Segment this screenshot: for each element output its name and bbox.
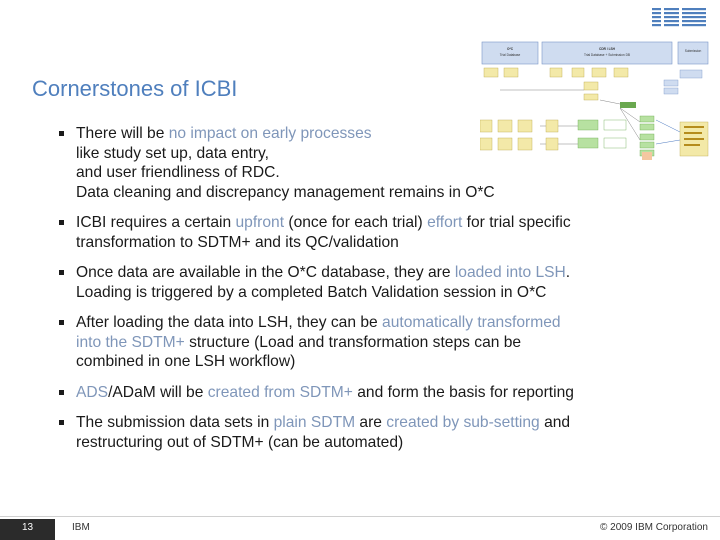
bullet-text: After loading the data into LSH, they ca… [76,314,383,331]
bullet-marker [59,420,64,425]
bullet-item: The submission data sets in plain SDTM a… [56,413,696,452]
footer-company: IBM [72,522,90,533]
ibm-logo [652,6,706,30]
highlighted-text: automatically transformed [382,314,561,331]
bullet-text: Once data are available in the O*C datab… [76,264,455,281]
bullet-item: After loading the data into LSH, they ca… [56,313,696,372]
footer-copyright: © 2009 IBM Corporation [600,522,708,533]
bullet-text: are [355,414,387,431]
process-flow-diagram: O*C Trial Database CDR / LSH Trial Datab… [480,41,709,160]
bullet-text: ICBI requires a certain [76,214,236,231]
bullet-text: and user friendliness of RDC. [76,164,280,181]
bullet-item: Once data are available in the O*C datab… [56,263,696,302]
diagram-lsh-sub: Trial Database + Submission DB [584,53,630,57]
bullet-text: /ADaM will be [108,383,208,401]
diagram-oc-sub: Trial Database [500,53,521,57]
diagram-right-header: Submission [685,49,702,53]
bullet-item: ADS/ADaM will be created from SDTM+ and … [56,383,696,403]
bullet-text: Data cleaning and discrepancy management… [76,183,495,201]
bullet-text: There will be [76,125,169,142]
footer-divider [0,516,720,517]
highlighted-text: ADS [76,383,109,401]
bullet-text: combined in one LSH workflow) [76,353,296,370]
bullet-text: . [565,264,571,281]
bullet-item: There will be no impact on early process… [56,124,696,202]
bullet-marker [59,131,64,136]
slide-title: Cornerstones of ICBI [32,76,238,101]
highlighted-text: effort [427,214,463,231]
highlighted-text: upfront [235,214,285,231]
bullet-text: and [539,414,571,431]
bullet-text: (once for each trial) [284,214,428,231]
diagram-lsh-header: CDR / LSH [599,47,616,51]
top-bar [0,0,720,40]
bullet-text: restructuring out of SDTM+ (can be autom… [76,433,404,451]
highlighted-text: no impact on early processes [168,125,372,142]
highlighted-text: created from SDTM+ [207,383,353,401]
bullet-text: Loading is triggered by a completed Batc… [76,283,547,301]
bullet-marker [59,220,64,225]
bullet-text: structure (Load and transformation steps… [184,333,522,351]
page-number: 13 [0,519,55,540]
bullet-text: like study set up, data entry, [76,144,270,162]
highlighted-text: into the SDTM+ [76,333,185,351]
bullet-text: transformation to SDTM+ and its QC/valid… [76,233,399,251]
bullet-marker [59,320,64,325]
diagram-oc-header: O*C [507,47,514,51]
bullet-list: There will be no impact on early process… [56,124,696,463]
bullet-marker [59,270,64,275]
bullet-item: ICBI requires a certain upfront (once fo… [56,213,696,252]
bullet-text: The submission data sets in [76,414,274,431]
highlighted-text: plain SDTM [273,414,356,431]
bullet-text: for trial specific [462,214,571,231]
highlighted-text: created by sub-setting [386,414,540,431]
bullet-text: and form the basis for reporting [352,383,574,401]
highlighted-text: loaded into LSH [454,264,566,281]
bullet-marker [59,389,64,395]
